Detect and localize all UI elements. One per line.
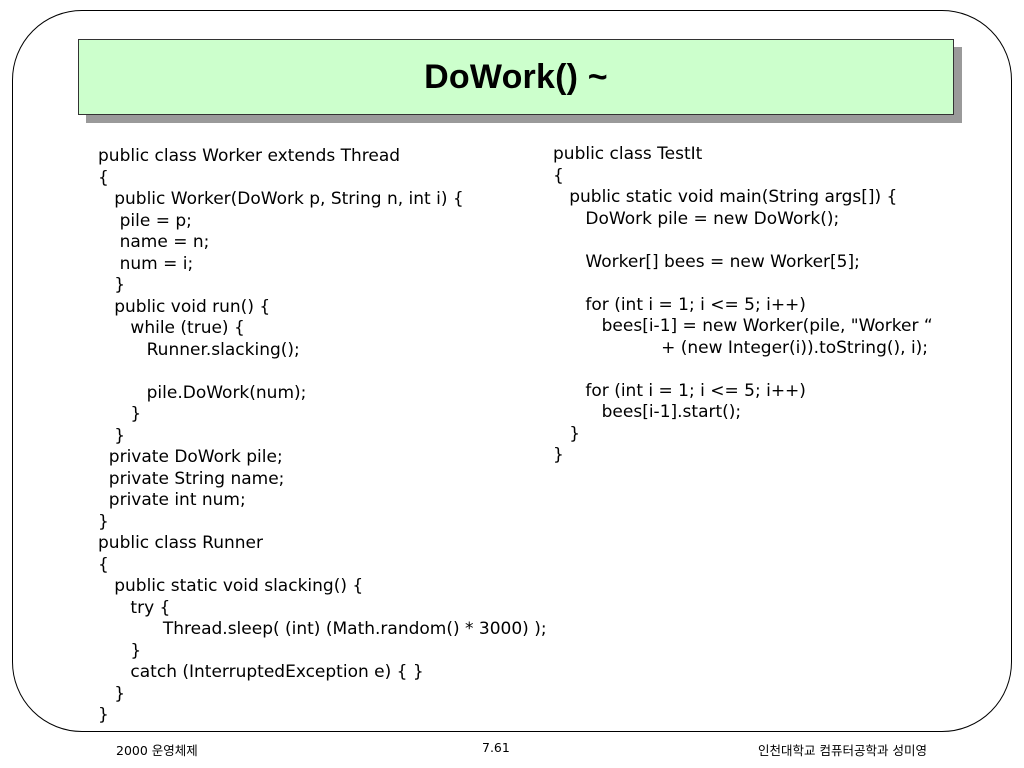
- code-block-worker-runner: public class Worker extends Thread { pub…: [98, 146, 547, 725]
- footer-page-number: 7.61: [482, 740, 510, 755]
- slide-title: DoWork() ~: [424, 57, 608, 96]
- footer-course: 2000 운영체제: [116, 743, 198, 758]
- title-box: DoWork() ~: [78, 39, 954, 115]
- slide-frame: [12, 10, 1012, 732]
- footer-author: 인천대학교 컴퓨터공학과 성미영: [758, 743, 927, 758]
- code-block-testit: public class TestIt { public static void…: [553, 144, 933, 465]
